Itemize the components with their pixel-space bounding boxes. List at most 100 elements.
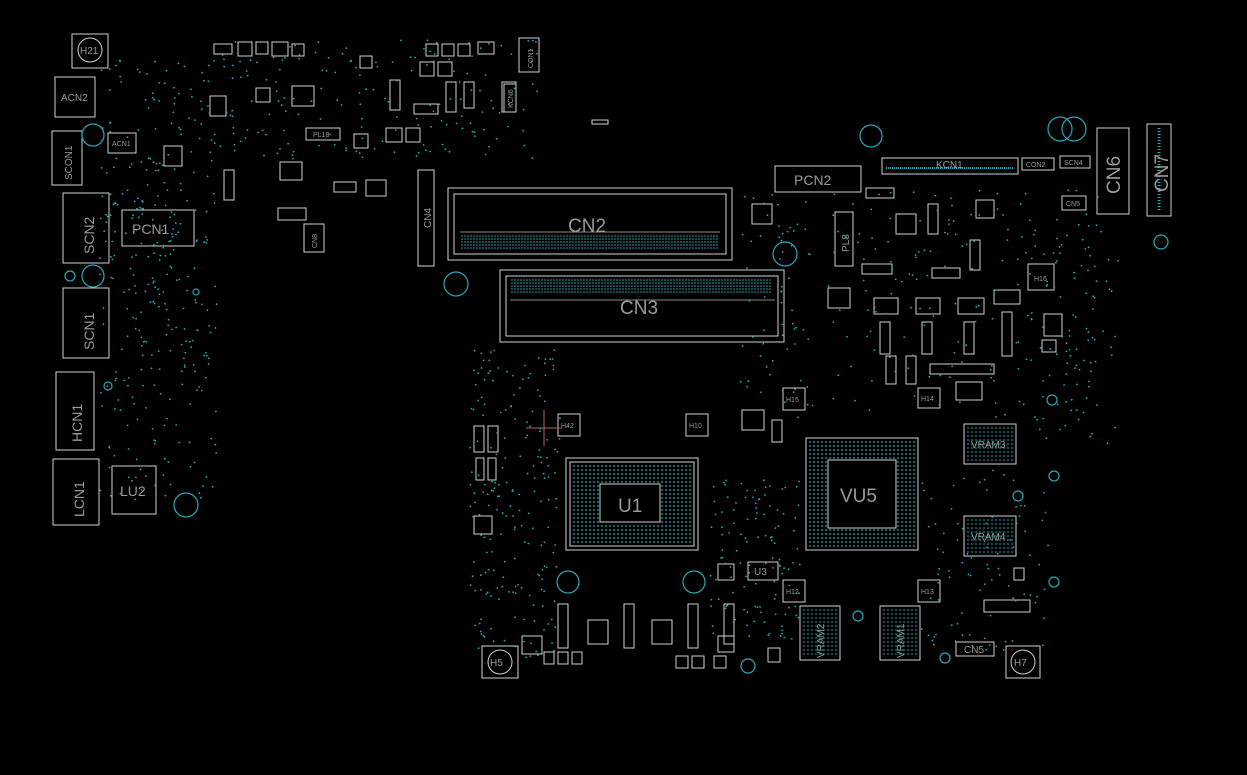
pad xyxy=(474,589,477,592)
cn3-memory-slot[interactable]: CN3 xyxy=(499,269,785,343)
pad xyxy=(580,285,582,287)
pad xyxy=(869,545,871,547)
pad xyxy=(593,525,595,527)
scn1-connector[interactable]: SCN1 xyxy=(62,287,110,359)
pad xyxy=(596,247,598,249)
pad xyxy=(673,497,675,499)
vram2-chip[interactable]: VRAM2 xyxy=(799,605,841,661)
pad xyxy=(541,291,543,293)
scn2-connector[interactable]: SCN2 xyxy=(62,192,110,264)
cn6-connector[interactable]: CN6 xyxy=(1096,127,1130,215)
pad xyxy=(470,89,473,92)
h16-mount[interactable]: H16 xyxy=(1027,263,1055,291)
cn4-connector[interactable]: CN4 xyxy=(417,169,435,267)
pad xyxy=(409,56,412,58)
h12-mount[interactable]: H12 xyxy=(782,579,806,603)
pad xyxy=(721,288,723,290)
pcn2-connector[interactable]: PCN2 xyxy=(774,165,862,193)
vram1-chip[interactable]: VRAM1 xyxy=(879,605,921,661)
pad xyxy=(1089,254,1091,257)
pad xyxy=(638,241,640,243)
vu5-gpu[interactable]: VU5 xyxy=(805,437,919,551)
pad xyxy=(485,593,488,595)
pad xyxy=(203,241,206,244)
kcn1-connector[interactable]: KCN1 xyxy=(881,157,1019,175)
pad xyxy=(827,617,829,619)
pad xyxy=(837,441,839,443)
pl8-inductor[interactable]: PL8 xyxy=(834,211,854,267)
cn8-connector[interactable]: CN8 xyxy=(303,223,325,253)
pad xyxy=(472,408,475,411)
lu2-chip[interactable]: LU2 xyxy=(111,465,157,515)
h10-mount[interactable]: H10 xyxy=(685,413,709,437)
pad xyxy=(817,509,819,511)
pl18-inductor[interactable]: PL18 xyxy=(305,127,341,141)
con2-connector[interactable]: CON2 xyxy=(1021,157,1055,171)
pad xyxy=(613,469,615,471)
con1-connector[interactable]: CON1 xyxy=(518,37,540,73)
pad xyxy=(597,541,599,543)
lcn1-connector[interactable]: LCN1 xyxy=(52,458,100,526)
pad xyxy=(208,112,211,114)
pad xyxy=(995,539,997,541)
pad xyxy=(1077,418,1080,421)
vram3-chip[interactable]: VRAM3 xyxy=(963,423,1017,465)
h21-mount-hole[interactable]: H21 xyxy=(71,33,109,69)
pad xyxy=(744,196,746,198)
pad xyxy=(1089,362,1092,364)
h5-mount-hole[interactable]: H5 xyxy=(481,645,519,679)
scn4-connector[interactable]: SCN4 xyxy=(1059,155,1091,169)
scon1-connector[interactable]: SCON1 xyxy=(51,130,83,186)
pad xyxy=(166,273,169,276)
pad xyxy=(559,417,561,420)
pad xyxy=(135,254,137,256)
h14-mount[interactable]: H14 xyxy=(917,387,941,409)
acn2-connector[interactable]: ACN2 xyxy=(54,76,96,118)
pad xyxy=(171,233,173,235)
pad xyxy=(961,245,964,248)
pad xyxy=(1060,244,1063,246)
cn5-bottom-connector[interactable]: CN5 xyxy=(955,641,995,657)
pad xyxy=(837,529,839,531)
pad xyxy=(175,326,178,329)
u1-cpu[interactable]: U1 xyxy=(565,457,699,551)
hcn1-connector[interactable]: HCN1 xyxy=(55,371,95,451)
pad xyxy=(987,451,989,453)
h42-mount[interactable]: H42 xyxy=(526,410,581,446)
pad xyxy=(779,258,781,260)
pad xyxy=(861,545,863,547)
cn2-memory-slot[interactable]: CN2 xyxy=(447,187,733,261)
pad xyxy=(477,474,480,477)
pcn1-connector[interactable]: PCN1 xyxy=(121,209,195,247)
pad xyxy=(833,445,835,447)
pad xyxy=(500,235,502,237)
h15-mount[interactable]: H15 xyxy=(782,387,806,411)
pad xyxy=(544,288,546,290)
pad xyxy=(1024,530,1027,533)
pad xyxy=(725,605,728,608)
pad xyxy=(827,629,829,631)
cn7-connector[interactable]: CN7 xyxy=(1146,123,1173,217)
pad xyxy=(473,369,475,372)
pad xyxy=(577,465,579,467)
vram4-chip[interactable]: VRAM4 xyxy=(963,515,1017,557)
pad xyxy=(1003,459,1005,461)
pad xyxy=(807,621,809,623)
pad xyxy=(861,537,863,539)
pad xyxy=(817,533,819,535)
u3-chip[interactable]: U3 xyxy=(747,561,779,581)
pad xyxy=(942,551,945,554)
cn2-label: CN2 xyxy=(568,216,606,237)
h13-mount[interactable]: H13 xyxy=(917,579,941,603)
pad xyxy=(883,633,885,635)
pad xyxy=(835,645,837,647)
cn5-top-connector[interactable]: CN5 xyxy=(1061,195,1087,211)
pad xyxy=(999,551,1001,553)
pad xyxy=(897,473,899,475)
pad xyxy=(198,386,201,388)
kcn6-connector[interactable]: KCN6 xyxy=(503,83,517,113)
acn1-connector[interactable]: ACN1 xyxy=(107,132,137,154)
pad xyxy=(893,541,895,543)
pad xyxy=(853,529,855,531)
h7-mount-hole[interactable]: H7 xyxy=(1005,645,1041,679)
